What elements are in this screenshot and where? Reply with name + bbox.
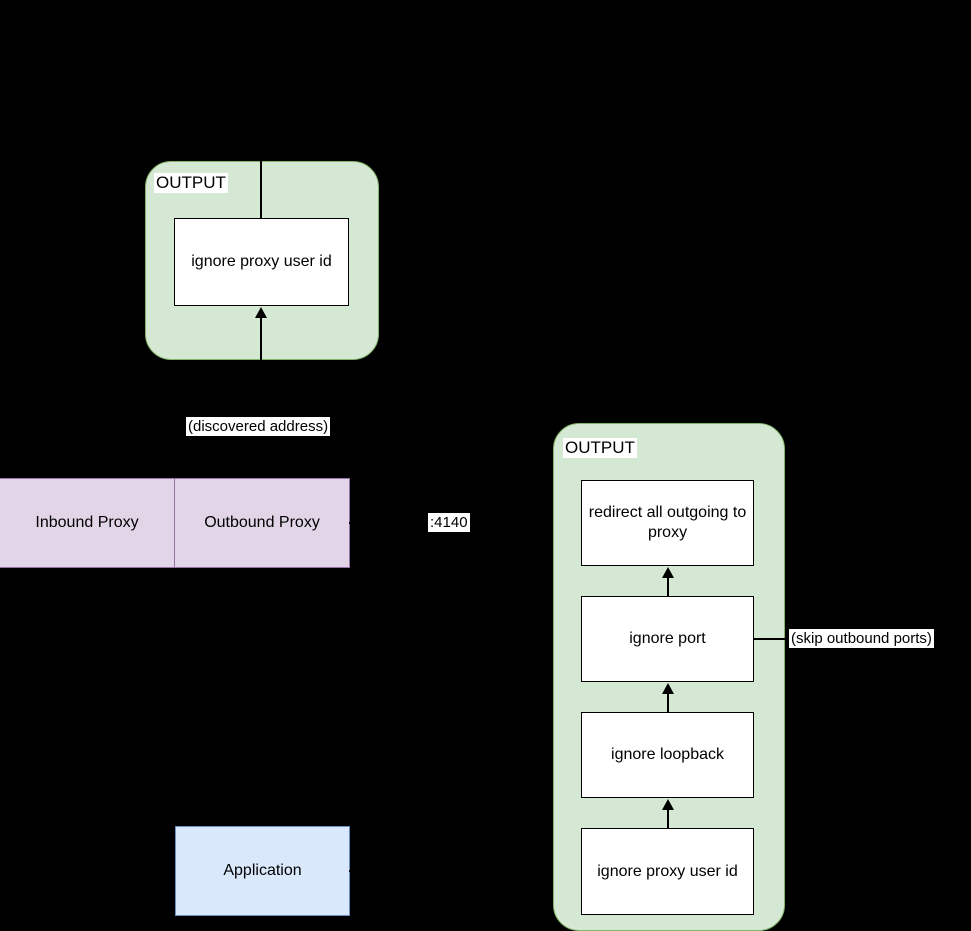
rule-box-redirect-all-outgoing-to-proxy[interactable]: redirect all outgoing to proxy <box>581 480 754 566</box>
rule-box-ignore-port[interactable]: ignore port <box>581 596 754 682</box>
inbound-proxy-box[interactable]: Inbound Proxy <box>0 478 175 568</box>
group-title-outbound-output: OUTPUT <box>563 438 637 458</box>
arrowhead-into-left-ignore-proxy-user-id <box>255 307 267 318</box>
connector-application-to-right-chain <box>349 870 571 872</box>
connector-right-ignore-proxy-user-id-to-loopback <box>667 810 669 828</box>
connector-inbound-group-top-stub <box>260 161 262 218</box>
arrowhead-into-ignore-loopback <box>662 799 674 810</box>
arrowhead-into-ignore-port <box>662 683 674 694</box>
connector-ignore-loopback-to-ignore-port <box>667 694 669 712</box>
connector-ignore-port-to-redirect <box>667 578 669 596</box>
connector-ignore-port-to-skip-label <box>754 638 790 640</box>
connector-discovered-address-line <box>260 318 262 478</box>
rule-box-right-ignore-proxy-user-id[interactable]: ignore proxy user id <box>581 828 754 915</box>
edge-label-discovered-address: (discovered address) <box>186 417 331 436</box>
application-box[interactable]: Application <box>175 826 350 916</box>
outbound-proxy-box[interactable]: Outbound Proxy <box>174 478 350 568</box>
edge-label-proxy-port: :4140 <box>428 513 470 532</box>
rule-box-ignore-loopback[interactable]: ignore loopback <box>581 712 754 798</box>
arrowhead-into-redirect-all-outgoing <box>662 567 674 578</box>
rule-box-left-ignore-proxy-user-id[interactable]: ignore proxy user id <box>174 218 349 306</box>
group-title-inbound-output: OUTPUT <box>154 173 228 193</box>
edge-label-skip-outbound-ports: (skip outbound ports) <box>789 629 934 648</box>
